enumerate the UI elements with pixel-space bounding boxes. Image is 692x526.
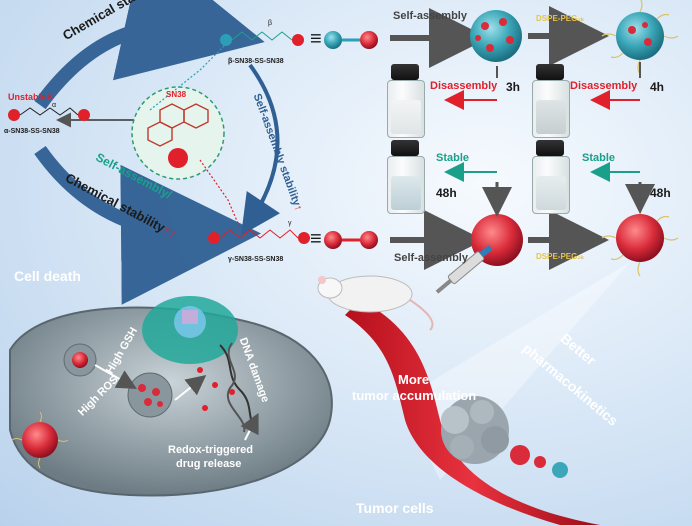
- beta-peg-nanoparticle: [616, 12, 664, 60]
- label-sn38: SN38: [166, 90, 187, 99]
- vial-beta-peg-4h: [530, 64, 570, 138]
- nucleus: [142, 296, 238, 364]
- label-more-accumulation-1: More: [398, 372, 430, 387]
- label-redox-release-2: drug release: [176, 458, 242, 470]
- label-48h-2: 48h: [650, 186, 671, 200]
- label-redox-release-1: Redox-triggered: [168, 444, 253, 456]
- arc-arrow-self-assembly-chemical: [34, 145, 261, 305]
- label-alpha-name: α-SN38-SS-SN38: [4, 128, 60, 135]
- label-48h-1: 48h: [436, 186, 457, 200]
- arc-arrow-self-assembly-stability: [241, 63, 280, 236]
- gamma-molecule: [208, 229, 310, 244]
- label-more-accumulation-2: tumor accumulation: [352, 388, 477, 403]
- label-alpha-greek: α: [52, 102, 57, 109]
- beta-molecule: [220, 31, 304, 46]
- label-gamma-name: γ-SN38-SS-SN38: [228, 256, 284, 263]
- label-disassembly-2: Disassembly: [570, 80, 638, 92]
- label-4h: 4h: [650, 80, 665, 94]
- label-self-assembly-top: Self-assembly: [393, 10, 467, 22]
- tumor-mass: [441, 396, 568, 478]
- arc-arrow-chemical-stability: [34, 0, 265, 110]
- syringe: [435, 244, 493, 294]
- vial-gamma-48h: [385, 140, 425, 214]
- label-stable-2: Stable: [582, 152, 616, 164]
- label-dspe-peg-top: DSPE-PEG₂ₖ: [536, 14, 585, 23]
- equiv-top: ≡: [310, 28, 322, 50]
- gamma-chain-icon: [324, 231, 378, 249]
- label-gamma-greek: γ: [288, 220, 292, 227]
- sn38-dashed-circle: [131, 86, 225, 180]
- label-cell-death: Cell death: [14, 268, 81, 284]
- beta-chain-icon: [324, 31, 378, 49]
- label-dspe-peg-bottom: DSPE-PEG₂ₖ: [536, 252, 585, 261]
- external-nanoparticle: [22, 422, 58, 458]
- sn38-ball: [168, 148, 188, 168]
- label-tumor-cells: Tumor cells: [356, 500, 434, 516]
- label-beta-name: β-SN38-SS-SN38: [228, 58, 284, 65]
- label-3h: 3h: [506, 80, 521, 94]
- vial-beta-3h: [385, 64, 425, 138]
- label-stable-1: Stable: [436, 152, 470, 164]
- sn38-structure: [147, 103, 209, 147]
- equiv-bottom: ≡: [310, 228, 322, 250]
- vial-gamma-peg-48h: [530, 140, 570, 214]
- label-self-assembly-bottom: Self-assembly: [394, 252, 468, 264]
- blood-vessel: [345, 300, 600, 525]
- mouse-illustration: [317, 275, 434, 331]
- label-beta-greek: β: [268, 20, 273, 27]
- label-disassembly-1: Disassembly: [430, 80, 498, 92]
- alpha-molecule: [8, 107, 90, 121]
- gamma-peg-nanoparticle: [616, 214, 664, 262]
- label-unstable: Unstable✕: [8, 92, 54, 102]
